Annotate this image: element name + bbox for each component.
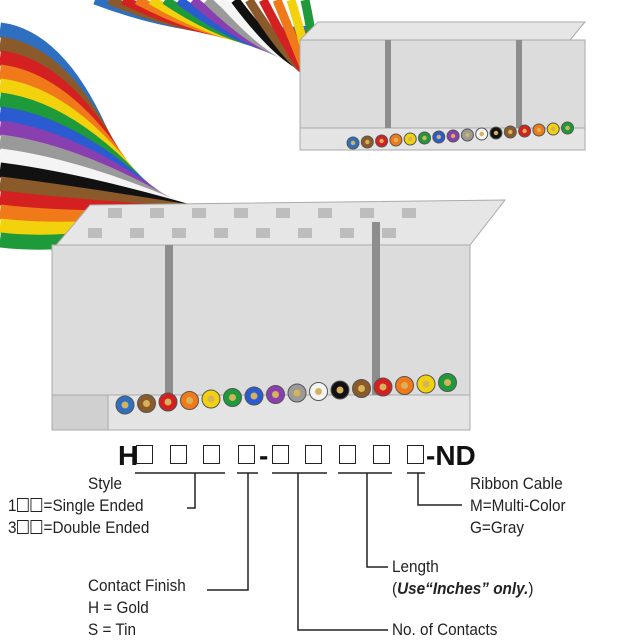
contact-hole [234, 208, 248, 218]
code-box [136, 445, 153, 464]
length-note: (Use“Inches” only.) [392, 579, 534, 598]
part-suffix: -ND [426, 440, 476, 471]
code-box [339, 445, 356, 464]
wire-core [493, 130, 499, 136]
contact-hole [214, 228, 228, 238]
part-dash: - [259, 440, 269, 471]
connector-lower [50, 199, 507, 431]
contact-hole [298, 228, 312, 238]
contact-hole [108, 208, 122, 218]
wire-core [229, 394, 236, 401]
wire-core [379, 138, 384, 144]
contact-hole [256, 228, 270, 238]
wire-core [422, 135, 427, 141]
contact-hole [172, 228, 186, 238]
length-title: Length [392, 557, 439, 576]
wire-core [186, 397, 193, 404]
code-box [373, 445, 390, 464]
wire-core [121, 401, 129, 409]
contact-hole [130, 228, 144, 238]
style-option-single: 1=Single Ended [8, 496, 144, 515]
contact-finish-tin: S = Tin [88, 620, 137, 639]
wire-core [444, 379, 451, 386]
wire-core [408, 136, 413, 142]
wire-core [293, 389, 301, 397]
wire-core [393, 137, 399, 143]
leader-lines [135, 472, 462, 631]
wire-core [379, 383, 387, 391]
wire-core [272, 391, 279, 398]
contact-finish-title: Contact Finish [88, 576, 186, 595]
wire-core [143, 400, 150, 407]
ribbon-title: Ribbon Cable [470, 474, 563, 493]
ribbon-gray: G=Gray [470, 518, 524, 537]
wire-core [508, 129, 513, 135]
contact-hole [318, 208, 332, 218]
code-box [203, 445, 220, 464]
connector-upper [298, 21, 587, 151]
wire-core [365, 139, 370, 145]
ribbon-cable-upper [93, 0, 319, 93]
wire-core [565, 125, 570, 131]
wire-core [250, 392, 258, 400]
wire-core [164, 398, 172, 406]
style-option-double: 3=Double Ended [8, 518, 150, 537]
code-box [238, 445, 255, 464]
wire-core [401, 382, 408, 389]
style-title: Style [88, 474, 123, 493]
contact-hole [88, 228, 102, 238]
contact-hole [340, 228, 354, 238]
wire-core [465, 132, 470, 138]
wire-core [207, 395, 215, 403]
contact-hole [150, 208, 164, 218]
contact-hole [402, 208, 416, 218]
wire-core [450, 133, 456, 139]
ribbon-multicolor: M=Multi-Color [470, 496, 566, 515]
wire-core [522, 128, 527, 134]
wire-core [350, 140, 356, 146]
contact-hole [382, 228, 396, 238]
code-box [170, 445, 187, 464]
code-box [272, 445, 289, 464]
wire-core [422, 380, 430, 388]
part-prefix: H [118, 440, 139, 471]
contact-finish-gold: H = Gold [88, 598, 149, 617]
wire-core [315, 388, 322, 395]
code-box [305, 445, 322, 464]
wire-core [358, 385, 365, 392]
wire-core [551, 126, 556, 132]
wire-core [436, 134, 441, 140]
contact-hole [192, 208, 206, 218]
wire-core [336, 386, 344, 394]
contact-hole [360, 208, 374, 218]
wire-core [536, 127, 542, 133]
wire-core [479, 131, 484, 137]
contact-hole [276, 208, 290, 218]
code-box [407, 445, 424, 464]
contacts-title: No. of Contacts [392, 620, 498, 639]
